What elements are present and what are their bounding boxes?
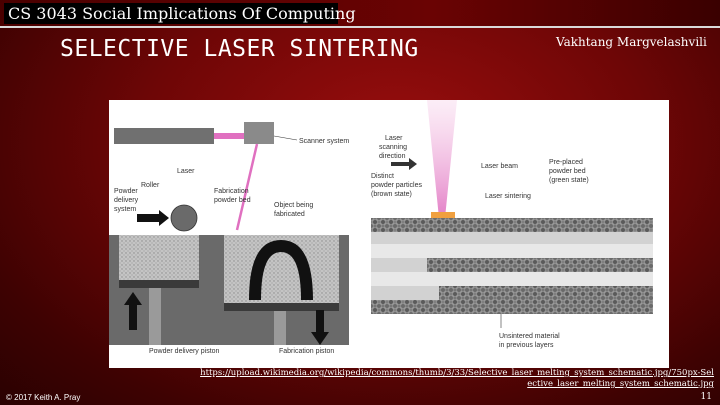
label-powder-delivery-2: delivery <box>114 197 139 204</box>
laser-source <box>114 128 214 144</box>
label-unsintered: Unsintered material <box>499 333 560 340</box>
sintered-layer-3 <box>371 258 427 272</box>
fab-piston-plate <box>224 303 339 311</box>
label-roller: Roller <box>141 182 160 189</box>
sintered-layer-5 <box>371 286 439 300</box>
roller <box>170 204 198 232</box>
label-scan-dir-3: direction <box>379 153 406 160</box>
label-scanner: Scanner system <box>299 138 349 145</box>
course-title: CS 3043 Social Implications Of Computing <box>4 3 356 24</box>
author-name: Vakhtang Margvelashvili <box>556 35 707 49</box>
sls-schematic-svg: Scanner system Laser Roller Powder deliv… <box>109 100 653 355</box>
powder-layer-2 <box>427 258 653 272</box>
label-preplaced-2: powder bed <box>549 168 586 175</box>
label-distinct: Distinct <box>371 173 394 180</box>
right-schematic: Laser scanning direction Laser beam Pre-… <box>371 100 653 349</box>
page-number: 11 <box>700 392 712 402</box>
sls-schematic-figure: Scanner system Laser Roller Powder deliv… <box>109 100 669 368</box>
label-preplaced: Pre-placed <box>549 159 583 166</box>
fabricated-object <box>249 240 313 300</box>
top-bar: CS 3043 Social Implications Of Computing <box>0 0 720 28</box>
label-fab-bed-2: powder bed <box>214 197 251 204</box>
fab-piston-rod <box>274 311 286 345</box>
delivery-piston-rod <box>149 288 161 345</box>
label-scan-dir-2: scanning <box>379 144 407 151</box>
label-delivery-piston: Powder delivery piston <box>149 348 220 355</box>
label-laser-beam: Laser beam <box>481 163 518 170</box>
laser-ray-horizontal <box>214 133 244 139</box>
label-object: Object being <box>274 202 313 209</box>
laser-ray-down <box>235 143 259 231</box>
source-link[interactable]: https://upload.wikimedia.org/wikipedia/c… <box>200 368 714 389</box>
sintered-layer-1 <box>371 232 653 244</box>
powder-layer-3 <box>439 286 653 300</box>
laser-beam-cone <box>427 100 457 218</box>
melt-pool <box>431 212 455 222</box>
delivery-up-arrow <box>124 292 142 330</box>
scan-direction-arrow <box>391 158 417 170</box>
sintered-layer-4 <box>371 272 653 286</box>
label-scan-dir: Laser <box>385 135 403 142</box>
powder-layer-4 <box>371 300 653 314</box>
label-powder-delivery: Powder <box>114 188 138 195</box>
label-laser-sintering: Laser sintering <box>485 193 531 200</box>
label-distinct-3: (brown state) <box>371 191 412 198</box>
label-powder-delivery-3: system <box>114 206 136 213</box>
label-laser: Laser <box>177 168 195 175</box>
fab-down-arrow <box>311 310 329 345</box>
scanner-box <box>244 122 274 144</box>
label-object-2: fabricated <box>274 211 305 218</box>
copyright-credit: © 2017 Keith A. Pray <box>6 393 81 402</box>
delivery-powder <box>119 235 199 280</box>
roller-arrow <box>137 210 169 226</box>
delivery-piston-plate <box>119 280 199 288</box>
left-schematic: Scanner system Laser Roller Powder deliv… <box>109 122 349 355</box>
powder-layer-top <box>371 218 653 232</box>
label-preplaced-3: (green state) <box>549 177 589 184</box>
label-unsintered-2: in previous layers <box>499 342 554 349</box>
label-fab-piston: Fabrication piston <box>279 348 334 355</box>
label-fab-bed: Fabrication <box>214 188 249 195</box>
label-distinct-2: powder particles <box>371 182 422 189</box>
sintered-layer-2 <box>371 244 653 258</box>
slide-title: SELECTIVE LASER SINTERING <box>60 36 419 62</box>
